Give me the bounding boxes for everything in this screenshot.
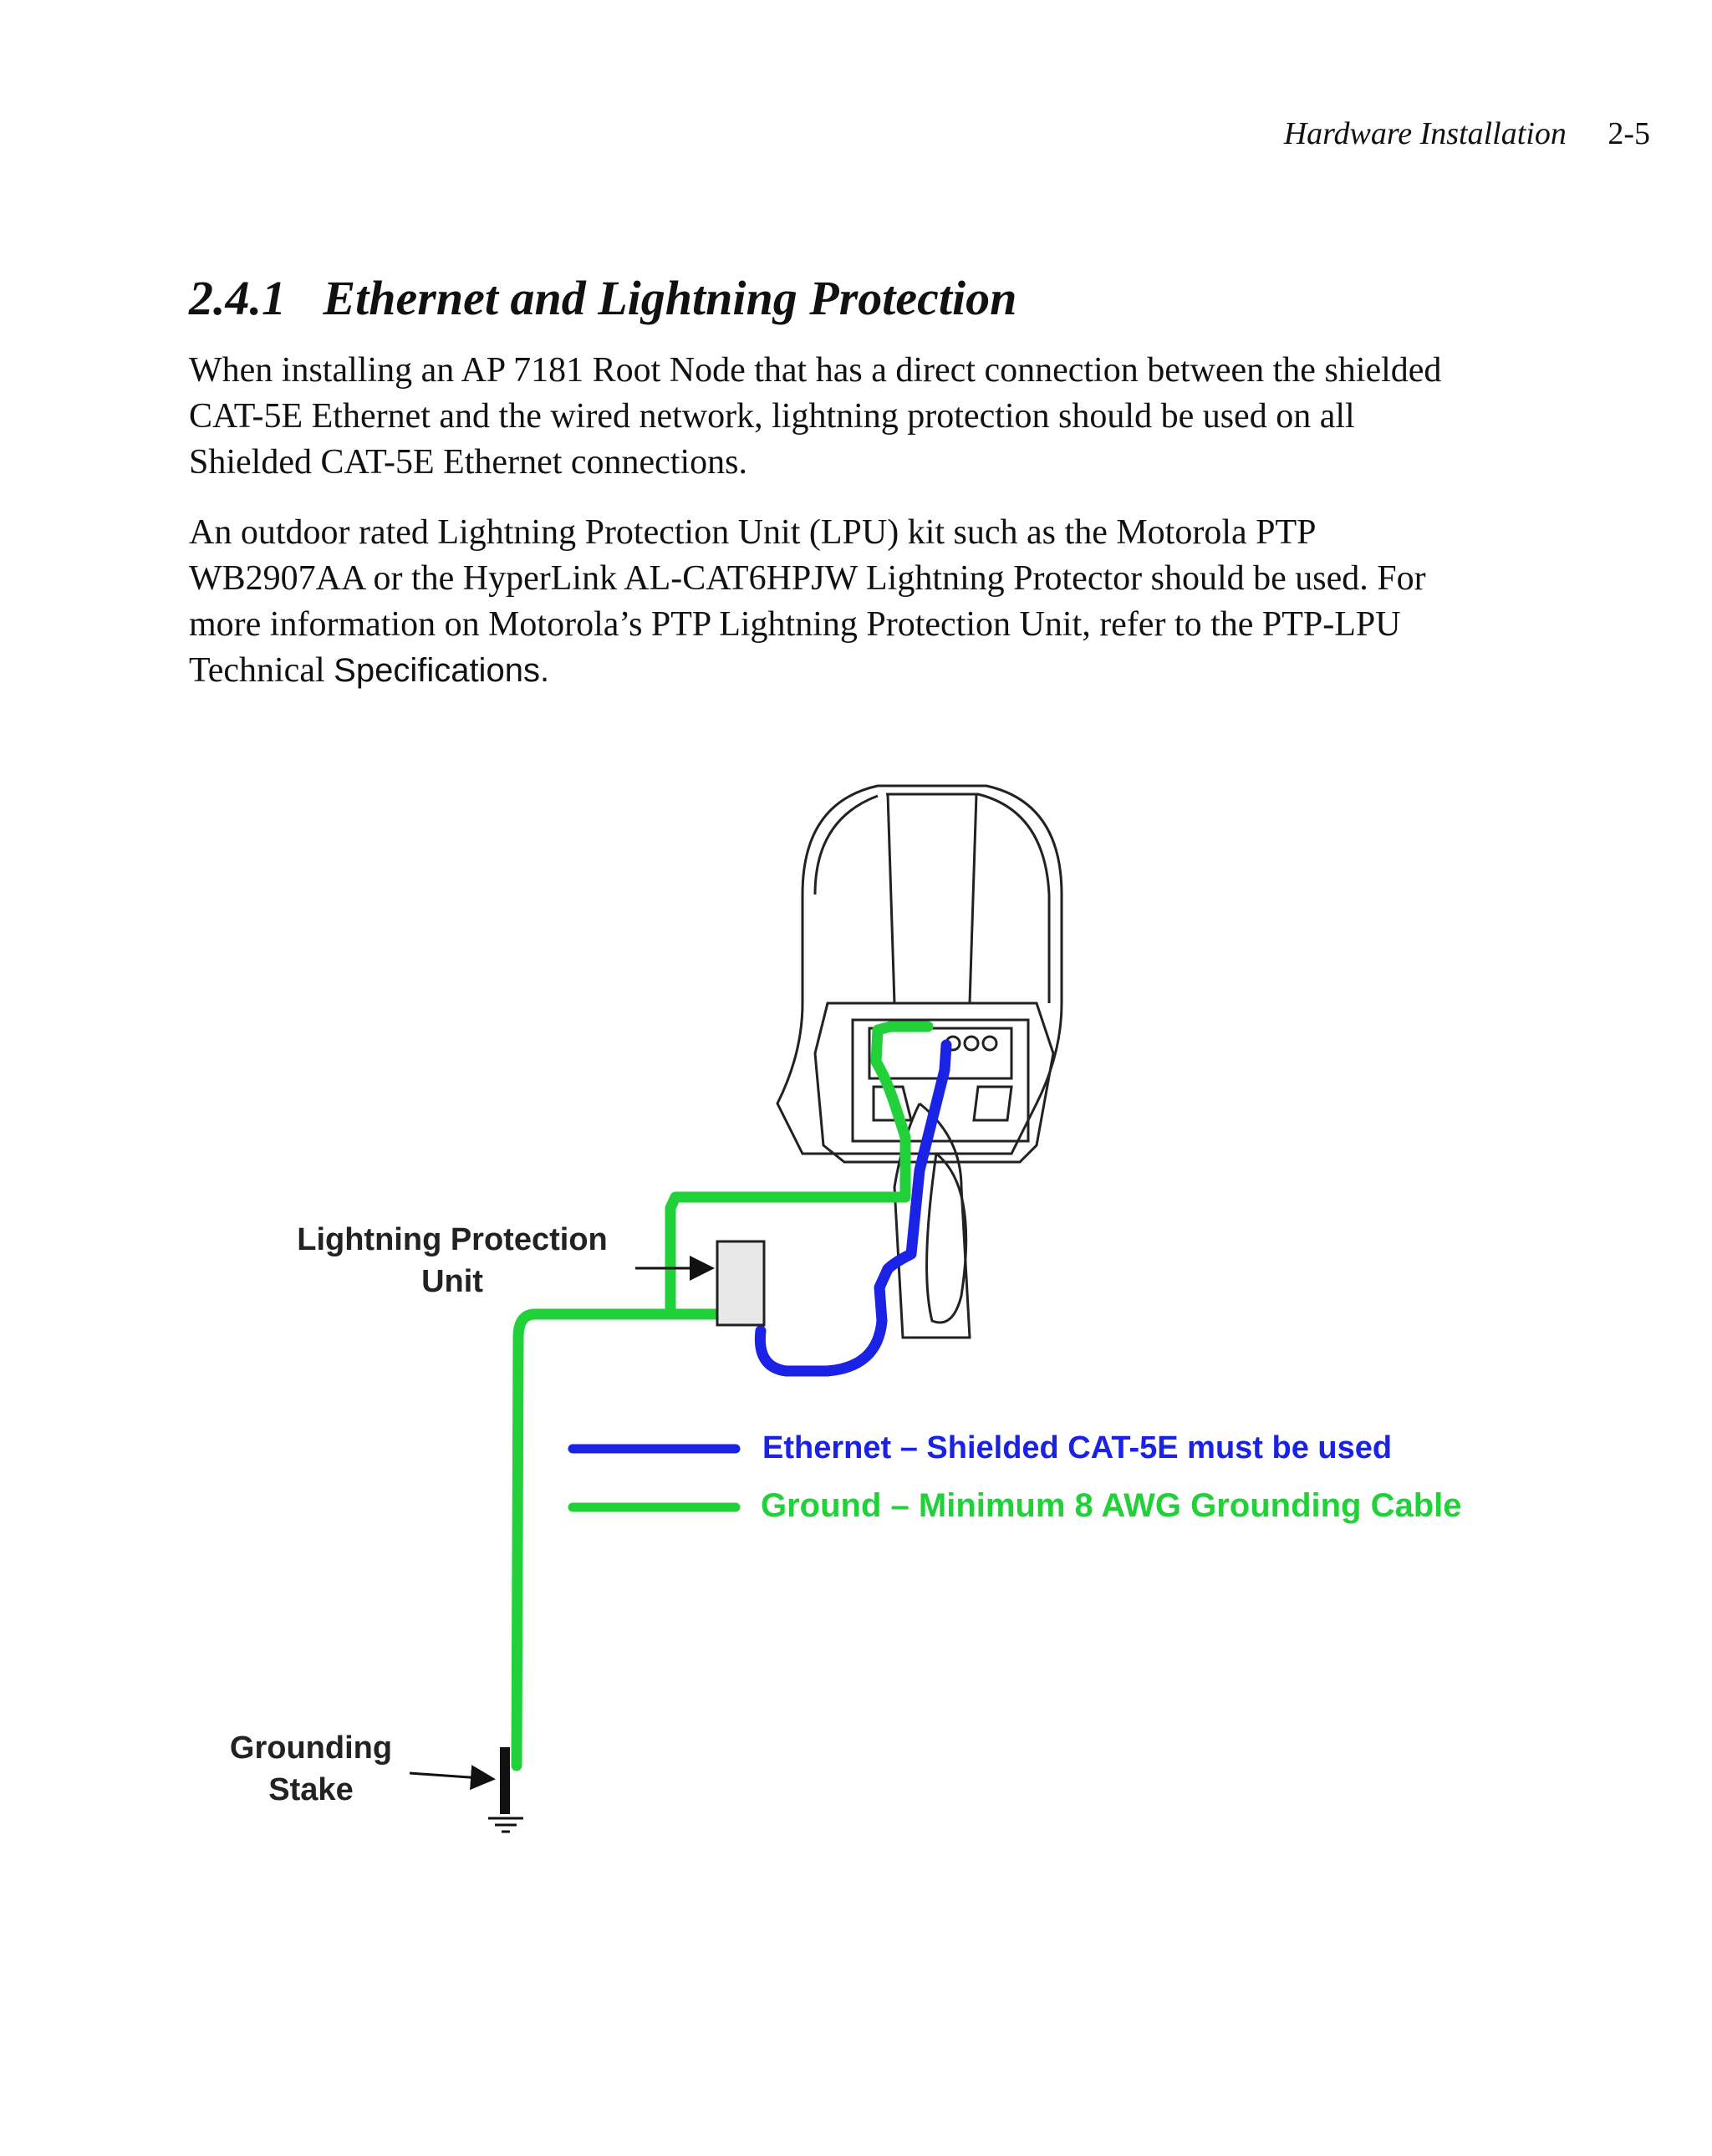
- ap-base: [813, 1002, 1055, 1164]
- ethernet-cable: [754, 1039, 952, 1377]
- paragraph-line: more information on Motorola’s PTP Light…: [189, 605, 1401, 644]
- paragraph-line: WB2907AA or the HyperLink AL-CAT6HPJW Li…: [189, 559, 1426, 598]
- lpu-label: Unit: [421, 1264, 483, 1299]
- running-header: Hardware Installation 2-5: [1284, 115, 1650, 152]
- ap-port: [963, 1035, 980, 1052]
- grounding-stake-arrow: [409, 1765, 496, 1791]
- ap-cable-boot: [893, 1102, 971, 1339]
- access-point-unit: [776, 784, 1063, 1339]
- diagram-legend: Ethernet – Shielded CAT-5E must be used …: [568, 1430, 1462, 1524]
- paragraph-lpu-kit: An outdoor rated Lightning Protection Un…: [189, 510, 1426, 694]
- ap-housing-edge: [813, 794, 879, 895]
- paragraph-line-last: Technical Specifications.: [189, 648, 1426, 694]
- ground-cable: [511, 1021, 934, 1771]
- paragraph-line: An outdoor rated Lightning Protection Un…: [189, 513, 1317, 552]
- section-title: Ethernet and Lightning Protection: [323, 271, 1017, 325]
- paragraph-text: Technical: [189, 651, 334, 690]
- running-title: Hardware Installation: [1283, 116, 1567, 151]
- lightning-protection-unit: [716, 1240, 766, 1327]
- lightning-protection-diagram: Lightning Protection Unit Grounding Stak…: [230, 784, 1462, 1833]
- section-number: 2.4.1: [189, 271, 286, 325]
- legend-ethernet-label: Ethernet – Shielded CAT-5E must be used: [762, 1430, 1392, 1465]
- ap-port: [981, 1035, 998, 1052]
- ap-housing-inner: [886, 793, 1051, 1003]
- legend-ground-label: Ground – Minimum 8 AWG Grounding Cable: [761, 1487, 1462, 1524]
- ap-bracket: [972, 1085, 1013, 1122]
- grounding-stake-label: Grounding: [230, 1730, 392, 1766]
- grounding-stake: [488, 1747, 523, 1833]
- paragraph-lightning-protection-requirement: When installing an AP 7181 Root Node tha…: [189, 348, 1441, 486]
- ap-housing-rib: [968, 793, 978, 1004]
- grounding-stake-label: Stake: [268, 1772, 353, 1807]
- ap-connector-panel: [851, 1018, 1030, 1143]
- page-number: 2-5: [1608, 116, 1650, 151]
- ap-cable-sleeve: [925, 1152, 968, 1324]
- paragraph-line: When installing an AP 7181 Root Node tha…: [189, 351, 1442, 390]
- section-heading: 2.4.1 Ethernet and Lightning Protection: [189, 270, 1016, 326]
- lpu-label: Lightning Protection: [297, 1222, 608, 1257]
- paragraph-text-sans: Specifications.: [334, 652, 550, 689]
- ap-housing: [776, 784, 1063, 1155]
- paragraph-line: CAT-5E Ethernet and the wired network, l…: [189, 397, 1355, 436]
- paragraph-line: Shielded CAT-5E Ethernet connections.: [189, 443, 747, 482]
- ap-housing-rib: [886, 793, 896, 1004]
